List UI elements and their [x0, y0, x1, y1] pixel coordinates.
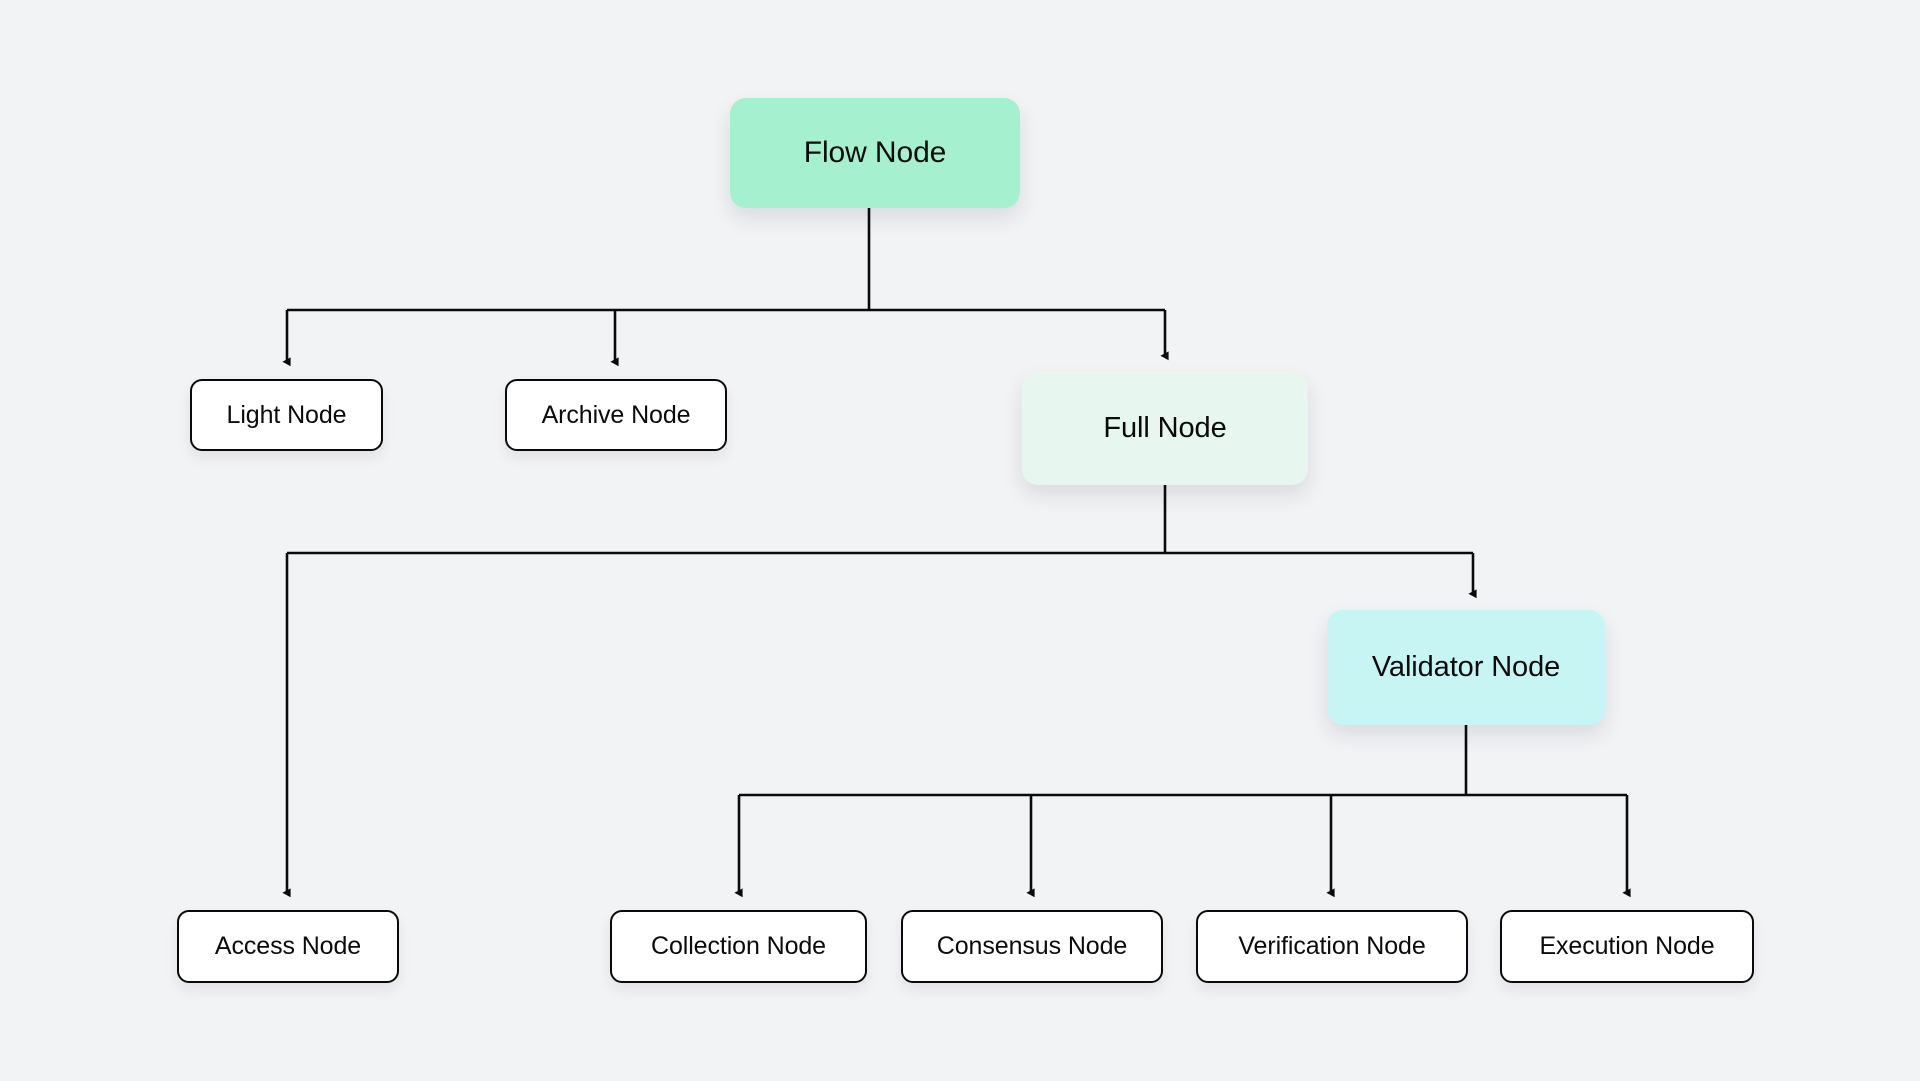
node-flow[interactable]: Flow Node — [730, 98, 1020, 208]
node-execution[interactable]: Execution Node — [1500, 910, 1754, 983]
node-verification-label: Verification Node — [1238, 932, 1426, 960]
node-collection-label: Collection Node — [651, 932, 826, 960]
node-full-label: Full Node — [1103, 412, 1227, 444]
node-verification[interactable]: Verification Node — [1196, 910, 1468, 983]
node-full[interactable]: Full Node — [1022, 372, 1308, 485]
node-consensus-label: Consensus Node — [936, 932, 1128, 960]
node-execution-label: Execution Node — [1539, 932, 1715, 960]
node-validator-label: Validator Node — [1371, 651, 1561, 683]
node-access-label: Access Node — [214, 932, 362, 960]
node-light[interactable]: Light Node — [190, 379, 383, 451]
node-collection[interactable]: Collection Node — [610, 910, 867, 983]
node-archive[interactable]: Archive Node — [505, 379, 727, 451]
node-light-label: Light Node — [226, 400, 347, 429]
node-validator[interactable]: Validator Node — [1327, 610, 1605, 725]
node-consensus[interactable]: Consensus Node — [901, 910, 1163, 983]
node-flow-label: Flow Node — [803, 136, 947, 169]
node-access[interactable]: Access Node — [177, 910, 399, 983]
node-archive-label: Archive Node — [541, 400, 691, 429]
